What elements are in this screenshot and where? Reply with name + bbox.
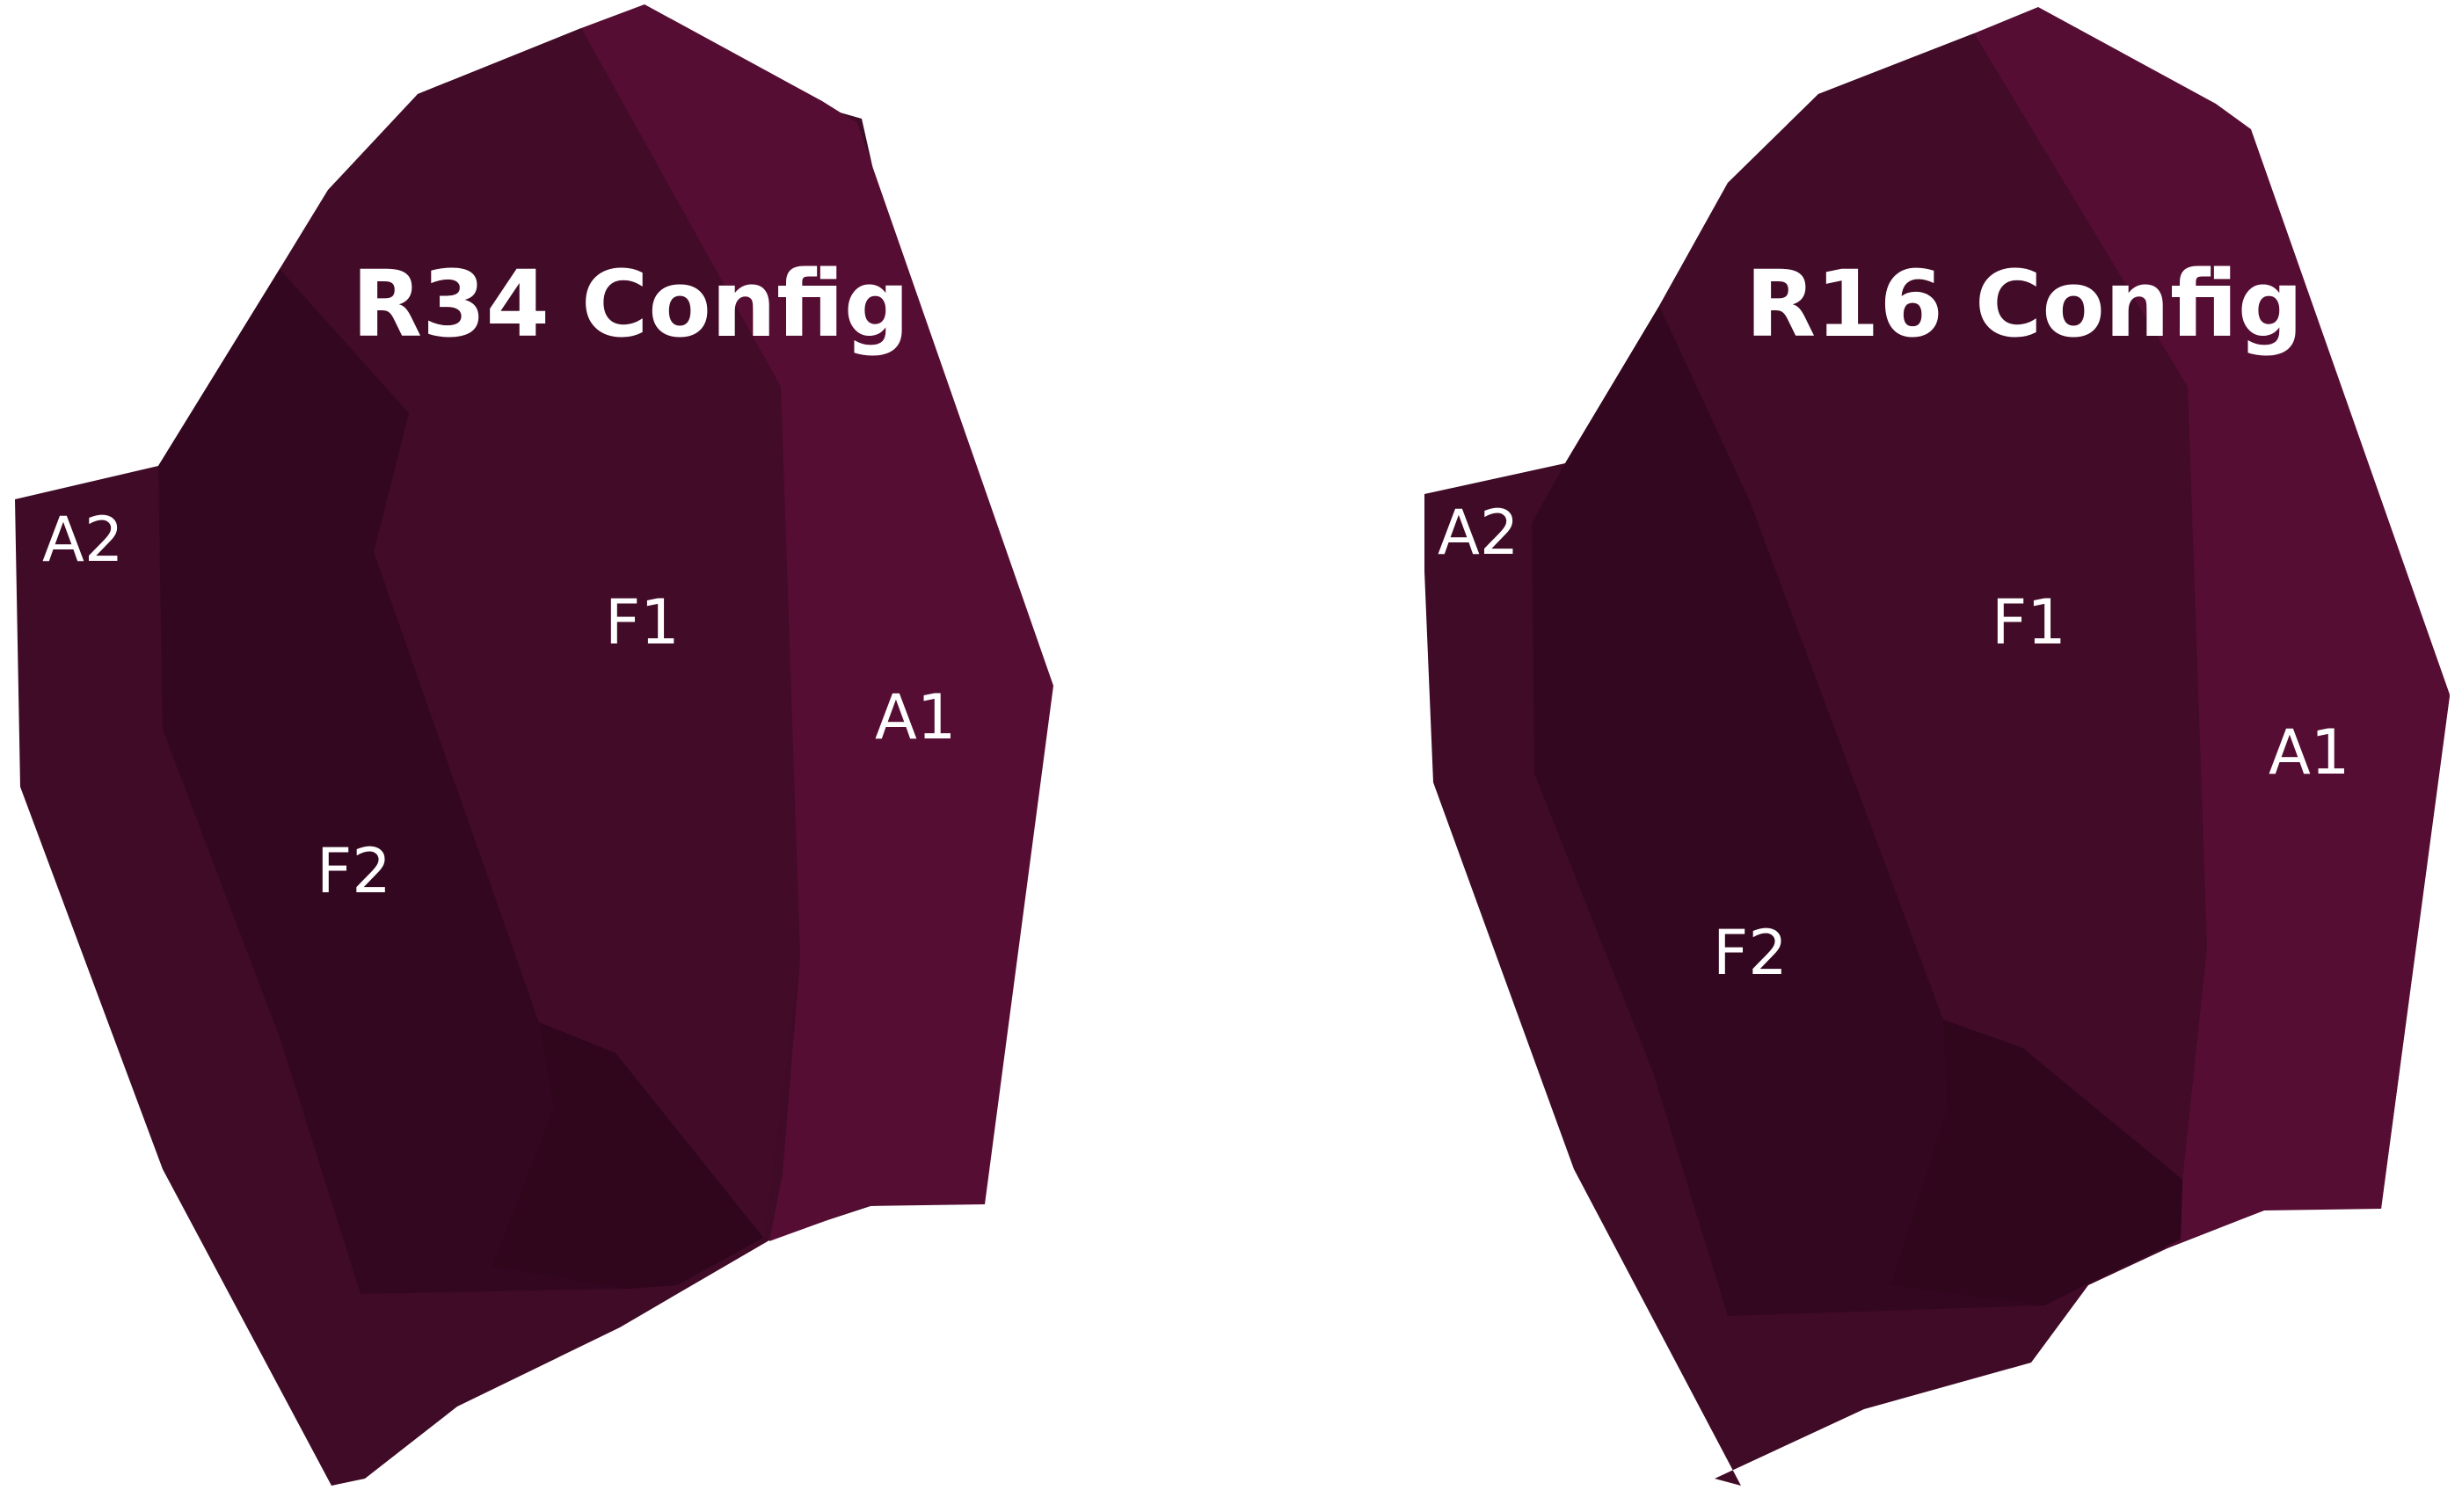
region-label-a1: A1	[2269, 716, 2349, 789]
region-f2-lower-shape	[492, 1022, 763, 1289]
config-diagram-r34: R34 Config A2 F1 A1 F2	[15, 4, 1053, 1486]
region-f1-shape	[280, 28, 800, 1239]
config-diagram-r16: R16 Config A2 F1 A1 F2	[1424, 7, 2450, 1486]
region-label-a1: A1	[875, 681, 956, 753]
config-title: R34 Config	[352, 251, 909, 358]
region-label-f1: F1	[605, 586, 680, 658]
region-label-a2: A2	[42, 504, 123, 576]
region-label-f1: F1	[1992, 586, 2066, 658]
region-a1-shape	[1974, 7, 2450, 1248]
region-a1-shape	[581, 4, 1053, 1241]
region-f2-shape	[158, 269, 763, 1294]
region-label-a2: A2	[1438, 497, 1519, 569]
region-label-f2: F2	[1713, 917, 1788, 989]
region-label-f2: F2	[317, 835, 391, 907]
region-f1-shape	[1659, 33, 2207, 1180]
config-title: R16 Config	[1745, 251, 2303, 358]
region-f2-lower-shape	[1890, 1020, 2182, 1305]
